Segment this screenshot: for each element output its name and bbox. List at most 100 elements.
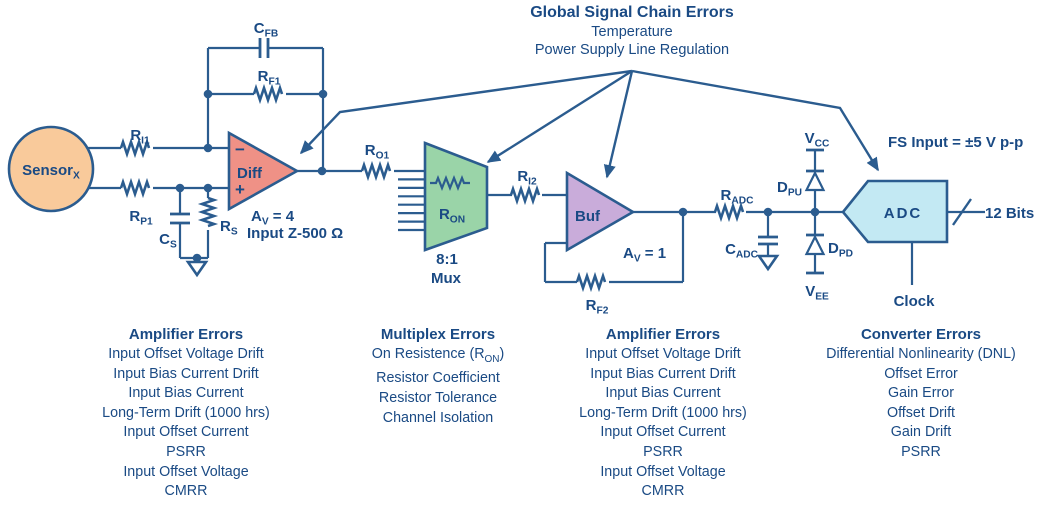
arrow-to-buf	[603, 70, 634, 179]
error-item: Long-Term Drift (1000 hrs)	[579, 404, 747, 421]
resistor-rp1	[119, 180, 151, 196]
adc-label: ADC	[884, 205, 923, 222]
rf1-label: RF1	[258, 68, 281, 88]
clamp-diodes	[804, 169, 826, 256]
error-item: PSRR	[166, 443, 206, 460]
error-column-title: Multiplex Errors	[380, 326, 496, 343]
cs-label: CS	[159, 231, 177, 251]
fs-input-label: FS Input = ±5 V p-p	[888, 134, 1023, 151]
error-column-items: Differential Nonlinearity (DNL) Offset Er…	[786, 345, 1051, 463]
ground-symbol-cadc	[756, 254, 780, 272]
error-item: Gain Error	[888, 385, 954, 402]
error-item: On Resistence (RON)	[371, 346, 505, 365]
error-column-converter: Converter Errors Differential Nonlineari…	[786, 324, 1051, 463]
adc-block	[841, 179, 949, 244]
error-item: CMRR	[164, 483, 208, 500]
global-error-arrows	[299, 69, 880, 179]
diode-dpd	[804, 234, 826, 256]
resistor-rf1	[252, 86, 284, 102]
junction-dots	[175, 89, 820, 263]
error-item: Input Bias Current	[605, 385, 721, 402]
error-item: Differential Nonlinearity (DNL)	[826, 346, 1016, 362]
av4-label: AV = 4	[251, 208, 295, 228]
global-errors-title: Global Signal Chain Errors	[530, 4, 734, 21]
global-errors-temperature: Temperature	[591, 24, 673, 40]
error-item: Input Offset Current	[123, 424, 249, 441]
capacitor-cfb	[258, 38, 270, 58]
resistor-rs	[200, 196, 216, 228]
rf2-label: RF2	[586, 297, 609, 317]
error-item: Gain Drift	[890, 424, 952, 441]
diff-amp	[227, 130, 300, 212]
capacitor-cadc	[758, 235, 778, 246]
error-item: PSRR	[901, 443, 941, 460]
error-item: Input Offset Voltage Drift	[585, 346, 741, 362]
error-column-title: Converter Errors	[860, 326, 982, 343]
error-item: Input Bias Current Drift	[590, 365, 736, 382]
bits-label: 12 Bits	[985, 205, 1034, 222]
diff-minus-sign: −	[235, 140, 245, 159]
vcc-label: VCC	[805, 130, 830, 150]
rs-label: RS	[220, 218, 238, 238]
sensor-node	[7, 125, 95, 213]
av1-label: AV = 1	[623, 245, 666, 265]
rp1-label: RP1	[129, 208, 153, 228]
error-item: Offset Error	[884, 365, 958, 382]
cfb-label: CFB	[254, 20, 278, 40]
error-item: Input Bias Current	[128, 385, 244, 402]
mux-block	[423, 141, 489, 252]
error-item: CMRR	[641, 483, 685, 500]
error-item: Resistor Tolerance	[378, 390, 498, 407]
ro1-label: RO1	[365, 142, 390, 162]
inputz-label: Input Z-500 Ω	[247, 225, 343, 242]
mux-name-label: Mux	[431, 270, 462, 287]
error-item: PSRR	[643, 443, 683, 460]
diff-label: Diff	[237, 165, 263, 182]
cadc-label: CADC	[725, 241, 759, 261]
mux-ron-glyph	[430, 175, 470, 191]
error-item: Input Offset Voltage	[600, 463, 726, 480]
error-column-multiplex: Multiplex Errors On Resistence (RON) Resi…	[318, 324, 558, 428]
arrow-to-adc	[631, 69, 880, 172]
error-item: Input Offset Voltage	[123, 463, 249, 480]
resistor-radc	[713, 204, 745, 220]
ri2-label: RI2	[517, 168, 537, 188]
bus-slash	[952, 198, 972, 226]
error-item: Input Offset Voltage Drift	[108, 346, 264, 362]
ground-symbol-sensor	[185, 260, 209, 278]
ri1-label: RI1	[130, 127, 150, 147]
diff-plus-sign: +	[235, 180, 245, 199]
dpu-label: DPU	[777, 179, 802, 199]
vee-label: VEE	[805, 283, 829, 303]
radc-label: RADC	[721, 187, 755, 207]
arrow-to-diff	[299, 69, 633, 155]
error-column-title: Amplifier Errors	[128, 326, 244, 343]
dpd-label: DPD	[828, 240, 853, 260]
sensor-label: SensorX	[22, 162, 80, 182]
global-errors-header: Global Signal Chain Errors Temperature P…	[470, 3, 794, 59]
error-item: Resistor Coefficient	[376, 370, 500, 387]
buf-amp	[565, 170, 636, 253]
resistor-ro1	[360, 163, 392, 179]
error-item: Offset Drift	[886, 404, 956, 421]
resistor-ri2	[509, 187, 541, 203]
buf-label: Buf	[575, 208, 601, 225]
capacitor-cs	[170, 212, 190, 225]
error-item: Input Bias Current Drift	[113, 365, 259, 382]
mux-ratio-label: 8:1	[436, 251, 458, 268]
error-item: Channel Isolation	[382, 409, 494, 426]
resistor-rf2	[575, 274, 607, 290]
mux-ron-label: RON	[439, 206, 465, 226]
clock-label: Clock	[894, 293, 936, 310]
error-column-amplifier-1: Amplifier Errors Input Offset Voltage Dr…	[56, 324, 316, 502]
diode-dpu	[804, 170, 826, 192]
error-column-amplifier-2: Amplifier Errors Input Offset Voltage Dr…	[533, 324, 793, 502]
arrow-to-mux	[486, 69, 633, 164]
error-item: Long-Term Drift (1000 hrs)	[102, 404, 270, 421]
global-errors-psl: Power Supply Line Regulation	[534, 42, 730, 58]
